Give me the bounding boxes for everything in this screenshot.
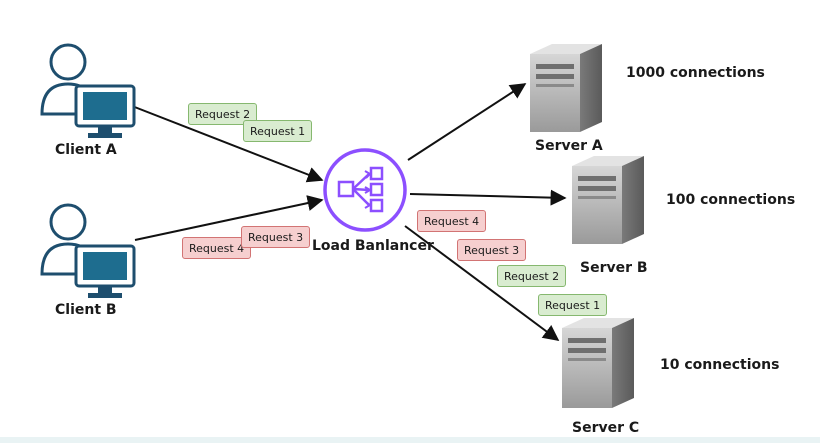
arrow-lb-to-server-a	[407, 83, 527, 161]
server-c-connections: 10 connections	[660, 357, 780, 373]
request-tag: Request 3	[241, 226, 311, 248]
request-tag: Request 4	[182, 237, 252, 259]
server-a-label: Server A	[535, 138, 603, 154]
server-a-icon	[530, 44, 602, 132]
arrow-client-a-to-lb	[131, 105, 324, 183]
request-tag: Request 1	[243, 120, 313, 142]
request-tag: Request 2	[188, 103, 258, 125]
server-b-label: Server B	[580, 260, 648, 276]
load-balancer-label: Load Banlancer	[312, 238, 434, 254]
server-a-connections: 1000 connections	[626, 65, 765, 81]
request-tag: Request 1	[538, 294, 608, 316]
load-balancer-icon	[323, 148, 407, 232]
client-a-icon	[40, 43, 136, 138]
bottom-strip	[0, 437, 820, 443]
request-tag: Request 4	[417, 210, 487, 232]
server-b-connections: 100 connections	[666, 192, 796, 208]
client-a-label: Client A	[55, 142, 117, 158]
arrow-lb-to-server-b	[409, 189, 567, 206]
server-c-icon	[562, 318, 634, 408]
request-tag: Request 2	[497, 265, 567, 287]
arrow-lb-to-server-c	[404, 225, 560, 341]
server-b-icon	[572, 156, 644, 244]
client-b-icon	[40, 203, 136, 298]
server-c-label: Server C	[572, 420, 640, 436]
client-b-label: Client B	[55, 302, 117, 318]
request-tag: Request 3	[457, 239, 527, 261]
arrow-client-b-to-lb	[134, 195, 324, 241]
